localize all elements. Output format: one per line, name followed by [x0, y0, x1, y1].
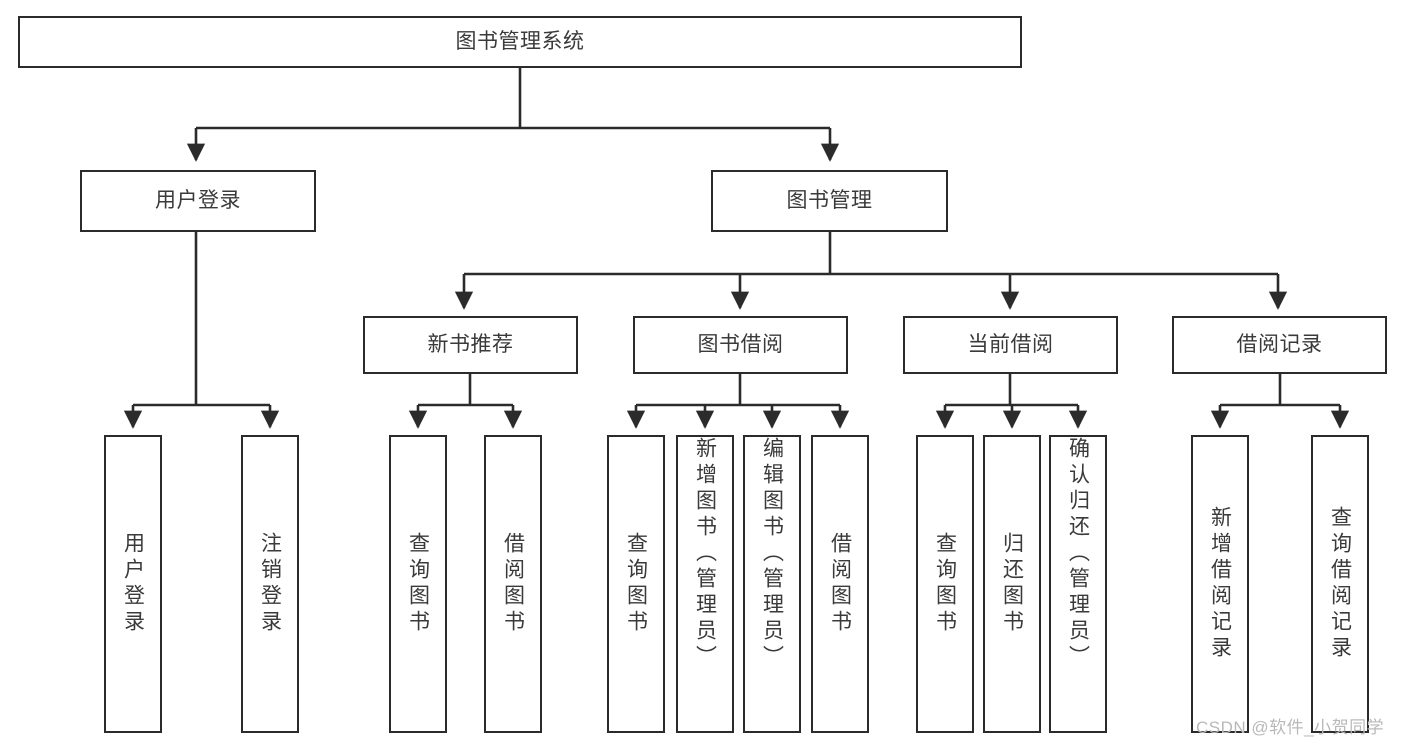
node-new-book-recommend[interactable]: 新书推荐 [363, 316, 578, 374]
leaf-record-add-label: 新增借阅记录 [1208, 506, 1232, 662]
leaf-current-confirm-return[interactable]: 确认归还（管理员） [1049, 435, 1107, 733]
leaf-current-query[interactable]: 查询图书 [916, 435, 974, 733]
leaf-current-return[interactable]: 归还图书 [983, 435, 1041, 733]
leaf-newbook-query-label: 查询图书 [406, 532, 430, 636]
node-borrow-record-label: 借阅记录 [1236, 332, 1323, 356]
node-book-borrow[interactable]: 图书借阅 [633, 316, 848, 374]
leaf-borrow-query[interactable]: 查询图书 [607, 435, 665, 733]
leaf-user-logout-label: 注销登录 [258, 532, 282, 636]
leaf-borrow-query-label: 查询图书 [624, 532, 648, 636]
node-book-management-label: 图书管理 [786, 188, 873, 212]
node-book-management[interactable]: 图书管理 [711, 170, 948, 232]
leaf-borrow-lend-label: 借阅图书 [828, 532, 852, 636]
leaf-borrow-edit-label: 编辑图书（管理员） [760, 437, 784, 671]
leaf-user-login-label: 用户登录 [121, 532, 145, 636]
leaf-newbook-borrow[interactable]: 借阅图书 [484, 435, 542, 733]
leaf-current-query-label: 查询图书 [933, 532, 957, 636]
node-book-borrow-label: 图书借阅 [697, 332, 784, 356]
leaf-record-query-label: 查询借阅记录 [1328, 506, 1352, 662]
leaf-borrow-add[interactable]: 新增图书（管理员） [676, 435, 734, 733]
leaf-borrow-add-label: 新增图书（管理员） [693, 437, 717, 671]
node-borrow-record[interactable]: 借阅记录 [1172, 316, 1387, 374]
leaf-newbook-borrow-label: 借阅图书 [501, 532, 525, 636]
leaf-record-add[interactable]: 新增借阅记录 [1191, 435, 1249, 733]
leaf-record-query[interactable]: 查询借阅记录 [1311, 435, 1369, 733]
leaf-newbook-query[interactable]: 查询图书 [389, 435, 447, 733]
node-user-login-label: 用户登录 [155, 188, 241, 212]
leaf-user-login[interactable]: 用户登录 [104, 435, 162, 733]
node-user-login[interactable]: 用户登录 [80, 170, 316, 232]
leaf-borrow-edit[interactable]: 编辑图书（管理员） [743, 435, 801, 733]
node-new-book-recommend-label: 新书推荐 [427, 332, 514, 356]
leaf-user-logout[interactable]: 注销登录 [241, 435, 299, 733]
node-root[interactable]: 图书管理系统 [18, 16, 1022, 68]
node-current-borrow-label: 当前借阅 [967, 332, 1054, 356]
node-current-borrow[interactable]: 当前借阅 [903, 316, 1118, 374]
leaf-current-return-label: 归还图书 [1000, 532, 1024, 636]
leaf-borrow-lend[interactable]: 借阅图书 [811, 435, 869, 733]
node-root-label: 图书管理系统 [455, 29, 585, 53]
leaf-current-confirm-return-label: 确认归还（管理员） [1066, 437, 1090, 671]
